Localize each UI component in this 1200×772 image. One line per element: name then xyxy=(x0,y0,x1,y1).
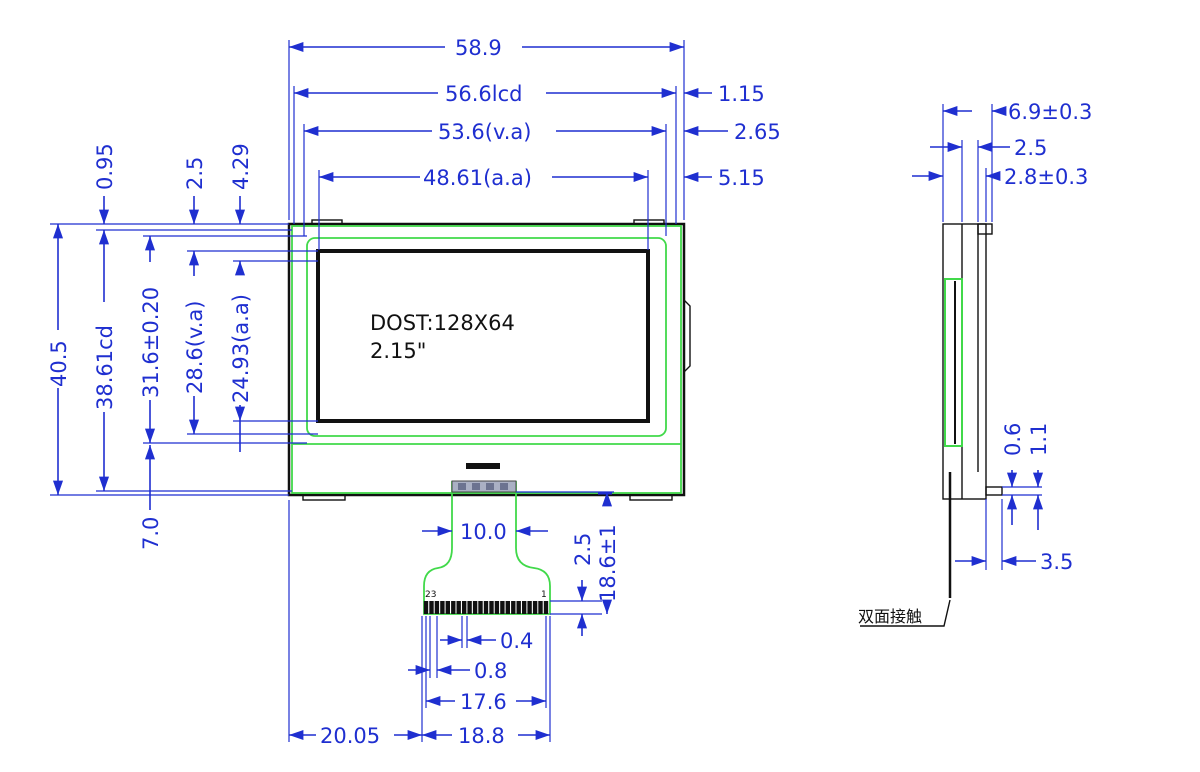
fpc-pin xyxy=(538,601,543,614)
dim-fpc-neck: 10.0 xyxy=(460,520,507,544)
fpc-pin xyxy=(522,601,527,614)
fpc-pin xyxy=(423,601,429,614)
dim-height-316: 31.6±0.20 xyxy=(139,287,163,398)
fpc-pin xyxy=(516,601,521,614)
dim-overall-height: 40.5 xyxy=(47,340,71,387)
pin-label-left: 23 xyxy=(425,590,436,600)
fpc-pin xyxy=(434,601,440,614)
dim-side-06: 0.6 xyxy=(1001,423,1025,456)
fpc-dimensions: 10.0 2.5 18.6±1 0.4 0.8 17.6 20.05 18 xyxy=(288,491,620,748)
va-green-outline xyxy=(306,237,667,437)
fpc-pin xyxy=(462,601,467,614)
dim-overall-width: 58.9 xyxy=(455,36,502,60)
tab-top-left xyxy=(311,219,343,225)
fpc-pin xyxy=(494,601,500,614)
dim-pins-span: 17.6 xyxy=(460,690,507,714)
side-body xyxy=(942,223,987,500)
dim-right-115: 1.15 xyxy=(718,82,765,106)
fpc-pin xyxy=(500,601,505,614)
fpc-pin xyxy=(445,601,450,614)
dim-pitch-08: 0.8 xyxy=(474,659,507,683)
lcd-green-outline xyxy=(291,225,682,494)
side-view: 双面接触 xyxy=(858,223,1003,627)
fpc-pin xyxy=(505,601,510,614)
fpc-pin xyxy=(511,601,516,614)
fpc-pin xyxy=(440,601,445,614)
dim-tail-width: 18.8 xyxy=(458,724,505,748)
module-outline xyxy=(287,222,686,497)
fpc-pin xyxy=(478,601,483,614)
dim-top-429: 4.29 xyxy=(229,143,253,190)
tab-top-right xyxy=(633,219,665,225)
dim-aa-width: 48.61(a.a) xyxy=(423,166,532,190)
fpc-pin xyxy=(456,601,461,614)
dim-aa-height: 24.93(a.a) xyxy=(229,294,253,403)
side-bottom-step xyxy=(985,486,1003,496)
front-view: DOST:128X64 2.15" xyxy=(287,219,691,501)
size-label: 2.15" xyxy=(370,339,426,363)
dim-va-height: 28.6(v.a) xyxy=(183,301,207,395)
dim-fpc-gap: 2.5 xyxy=(571,533,595,566)
fpc-pin xyxy=(489,601,494,614)
side-notch xyxy=(683,299,691,373)
side-note: 双面接触 xyxy=(858,607,922,626)
fpc-pin xyxy=(467,601,472,614)
fpc-pins xyxy=(423,601,549,614)
fpc-pin xyxy=(543,601,549,614)
tab-bottom-right xyxy=(629,494,673,501)
tab-bottom-left xyxy=(302,494,346,501)
side-dimensions: 6.9±0.3 2.5 2.8±0.3 0.6 1.1 3.5 xyxy=(912,100,1092,574)
dim-right-515: 5.15 xyxy=(718,166,765,190)
side-glass-green xyxy=(944,278,963,447)
dim-lcd-height: 38.61cd xyxy=(93,325,117,410)
side-top-step xyxy=(977,223,993,235)
fpc-bond xyxy=(451,480,517,493)
dim-side-25: 2.5 xyxy=(1014,136,1047,160)
dim-va-width: 53.6(v.a) xyxy=(438,120,532,144)
fpc-bond-pad xyxy=(472,483,480,490)
dim-side-11: 1.1 xyxy=(1027,423,1051,456)
dim-left-2005: 20.05 xyxy=(320,724,380,748)
dim-bottom-70: 7.0 xyxy=(139,517,163,550)
fpc-pin xyxy=(472,601,478,614)
fpc-pin xyxy=(451,601,456,614)
fpc-pin xyxy=(527,601,532,614)
fpc: 23 1 xyxy=(423,480,551,615)
dim-fpc-length: 18.6±1 xyxy=(596,524,620,602)
dim-pitch-04: 0.4 xyxy=(500,629,533,653)
dim-top-095: 0.95 xyxy=(93,143,117,190)
dim-side-35: 3.5 xyxy=(1040,550,1073,574)
fpc-pin xyxy=(483,601,489,614)
ic-mark xyxy=(466,463,500,469)
fpc-bond-pad xyxy=(486,483,494,490)
fpc-pin xyxy=(532,601,538,614)
model-label: DOST:128X64 xyxy=(370,311,515,335)
fpc-outline xyxy=(423,481,551,615)
dim-top-25: 2.5 xyxy=(183,157,207,190)
active-area xyxy=(316,249,650,423)
fpc-bond-pad xyxy=(458,483,466,490)
dim-side-thickness: 6.9±0.3 xyxy=(1008,100,1092,124)
dim-lcd-width: 56.6lcd xyxy=(445,82,522,106)
top-dimensions: 58.9 56.6lcd 1.15 53.6(v.a) 2.65 48.61(a… xyxy=(288,36,781,250)
dim-right-265: 2.65 xyxy=(734,120,781,144)
fpc-pin xyxy=(429,601,434,614)
left-dimensions: 40.5 38.61cd 0.95 31.6±0.20 7.0 28.6(v.a… xyxy=(47,143,318,550)
dim-side-28: 2.8±0.3 xyxy=(1004,165,1088,189)
fpc-bond-pad xyxy=(500,483,508,490)
pin-label-right: 1 xyxy=(541,590,547,600)
side-leader xyxy=(860,599,951,627)
